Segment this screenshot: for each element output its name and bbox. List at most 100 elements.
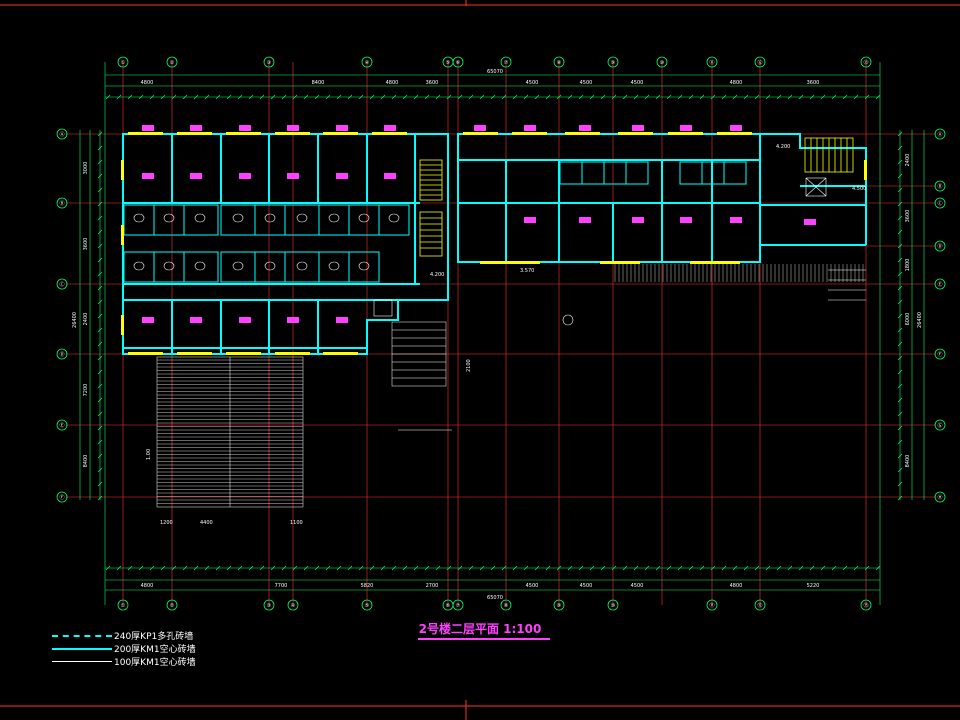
dimension-tick <box>380 565 386 571</box>
axis-bottom-6: ⑥ <box>446 603 451 609</box>
dimension-tick <box>688 565 694 571</box>
windows <box>121 132 867 355</box>
dimension-tick <box>820 565 826 571</box>
dimension-tick <box>336 565 342 571</box>
dimension-tick <box>204 565 210 571</box>
dim-left-2: 3600 <box>83 238 89 251</box>
dim-bottom-4: 2700 <box>426 583 439 589</box>
dimension-tick <box>193 94 199 100</box>
dimension-tick <box>622 565 628 571</box>
dimension-tick <box>171 565 177 571</box>
room-tag <box>384 173 396 179</box>
dimension-tick <box>490 94 496 100</box>
dimension-tick <box>127 565 133 571</box>
dimension-tick <box>204 94 210 100</box>
dimension-tick <box>820 94 826 100</box>
axis-top-5: ⑤ <box>446 60 450 66</box>
dimension-tick <box>534 94 540 100</box>
dimension-tick <box>897 159 903 165</box>
dimension-tick <box>611 94 617 100</box>
dimension-tick <box>97 131 103 137</box>
dim-top-8: 4800 <box>730 80 743 86</box>
dimension-tick <box>578 94 584 100</box>
room-tag <box>632 217 644 223</box>
overall-dim-right: 26400 <box>917 312 923 328</box>
hatched-terrace <box>156 356 304 508</box>
axis-bottom-3: ③ <box>267 603 271 609</box>
dimension-tick <box>248 94 254 100</box>
dimension-tick <box>622 94 628 100</box>
dimension-tick <box>237 94 243 100</box>
room-tag <box>730 125 742 131</box>
dimension-tick <box>897 369 903 375</box>
dimension-tick <box>314 565 320 571</box>
dimension-tick <box>97 439 103 445</box>
dimension-tick <box>149 565 155 571</box>
axis-bottom-2: ② <box>170 603 175 609</box>
dimension-tick <box>336 94 342 100</box>
axis-top-10: ⑩ <box>660 60 665 66</box>
dimension-tick <box>97 411 103 417</box>
dimension-tick <box>809 565 815 571</box>
axis-top-7: ⑦ <box>504 60 509 66</box>
dimension-tick <box>611 565 617 571</box>
dimension-tick <box>226 565 232 571</box>
dimension-tick <box>897 341 903 347</box>
dimension-tick <box>248 565 254 571</box>
room-tag <box>239 173 251 179</box>
terrace-hatch-lines <box>157 359 303 504</box>
overall-dim-top: 65070 <box>487 69 503 75</box>
dimension-tick <box>567 94 573 100</box>
dimension-tick <box>105 565 111 571</box>
dimension-tick <box>523 94 529 100</box>
dimension-tick <box>589 94 595 100</box>
dimension-tick <box>303 94 309 100</box>
room-tag <box>384 125 396 131</box>
dimension-tick <box>600 94 606 100</box>
axis-left-1: Ⓐ <box>59 131 64 138</box>
legend-label: 200厚KM1空心砖墙 <box>114 645 196 655</box>
dimension-tick <box>897 257 903 263</box>
note-3: 1200 <box>160 520 173 526</box>
dimension-tick <box>787 565 793 571</box>
axis-right-2: Ⓑ <box>937 183 942 190</box>
dimension-tick <box>897 215 903 221</box>
dimension-tick <box>270 565 276 571</box>
dimension-tick <box>897 453 903 459</box>
axis-bottom-10: ⑩ <box>611 603 616 609</box>
axis-top-13: ⑬ <box>863 59 868 66</box>
dim-right-2: 3600 <box>905 210 911 223</box>
dimension-tick <box>677 565 683 571</box>
note-2: 4400 <box>200 520 213 526</box>
dimension-tick <box>160 565 166 571</box>
dimension-tick <box>699 565 705 571</box>
drawing-title: 2号楼二层平面 1:100 <box>418 622 542 636</box>
dimension-tick <box>97 313 103 319</box>
dimension-tick <box>677 94 683 100</box>
room-tag <box>579 217 591 223</box>
dim-right-4: 6000 <box>905 313 911 326</box>
room-tag <box>730 217 742 223</box>
room-tag <box>336 173 348 179</box>
dim-bottom-5: 4500 <box>526 583 539 589</box>
room-tag <box>142 125 154 131</box>
dim-right-5: 8400 <box>905 455 911 468</box>
dimension-tick <box>897 243 903 249</box>
dimension-tick <box>435 94 441 100</box>
dim-bottom-3: 5820 <box>361 583 374 589</box>
dimension-tick <box>97 257 103 263</box>
axis-top-9: ⑨ <box>611 60 615 66</box>
dimension-tick <box>413 565 419 571</box>
dimension-tick <box>699 94 705 100</box>
room-tag <box>474 125 486 131</box>
dimension-tick <box>633 565 639 571</box>
dimension-tick <box>97 369 103 375</box>
dim-bottom-9: 5220 <box>807 583 820 589</box>
dimension-tick <box>567 565 573 571</box>
dimension-tick <box>688 94 694 100</box>
dimension-tick <box>754 565 760 571</box>
axis-bottom-1: ① <box>121 603 126 609</box>
room-tag <box>190 125 202 131</box>
